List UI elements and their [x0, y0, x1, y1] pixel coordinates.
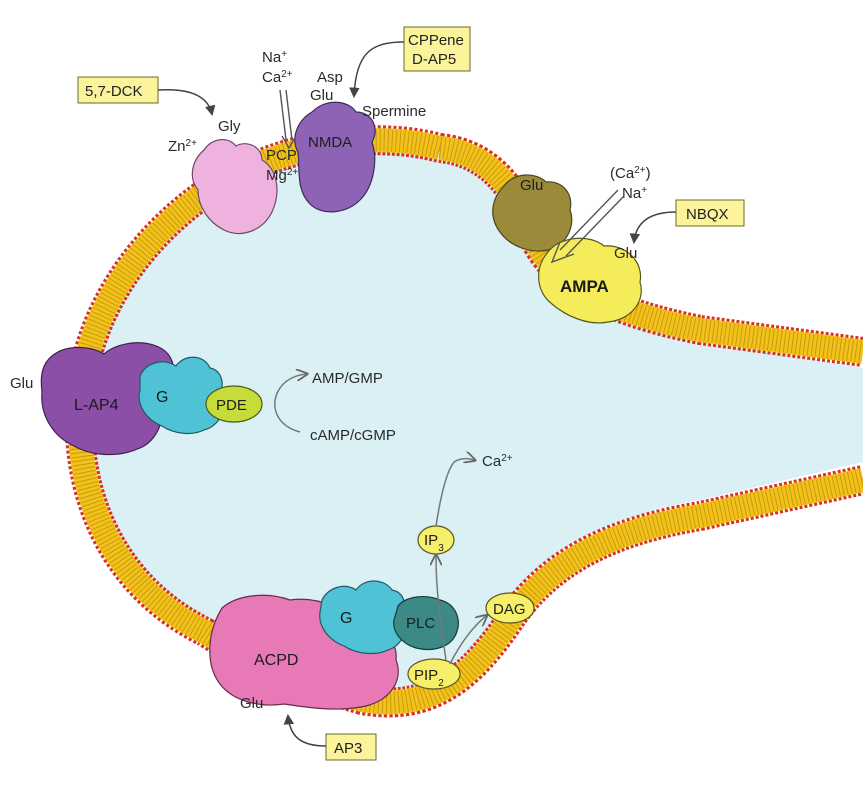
pip2-to-dag-arrow — [449, 616, 486, 665]
ampa-receptor — [538, 237, 642, 324]
zinc-ion-label: Zn2+ — [168, 138, 197, 156]
dck-label: 5,7-DCK — [85, 83, 143, 100]
calcium-ion-label: Ca2+ — [262, 69, 293, 87]
ampa-glu-top-label: Glu — [520, 177, 543, 194]
ap3-label: AP3 — [334, 740, 362, 757]
dag-molecule — [485, 592, 535, 624]
ap3-arrow — [283, 713, 327, 747]
nmda-ion-flow-arrow-2 — [285, 89, 293, 141]
cppene-arrow — [349, 41, 405, 99]
spermine-label: Spermine — [362, 103, 426, 120]
nbqx-arrow — [629, 211, 677, 245]
pcp-label: PCP — [266, 147, 297, 164]
lap4-g-label: G — [156, 389, 168, 406]
gly-binding-site — [191, 139, 278, 234]
pde-enzyme — [205, 385, 263, 423]
nmda-glu-label: Glu — [310, 87, 333, 104]
ap3-box — [325, 733, 377, 761]
magnesium-ion-label: Mg2+ — [266, 167, 298, 185]
pip2-molecule — [407, 658, 461, 690]
sodium-ion-label: Na+ — [262, 49, 287, 67]
ampa-sodium-ion-label: Na+ — [622, 185, 647, 203]
pip2-to-ip3-arrow — [436, 556, 447, 661]
ampa-ion-flow-arrow — [559, 189, 619, 251]
acpd-glu-label: Glu — [240, 695, 263, 712]
nbqx-label: NBQX — [686, 206, 729, 223]
plc-label: PLC — [406, 615, 435, 632]
pde-label: PDE — [216, 397, 247, 414]
lap4-label: L-AP4 — [74, 397, 119, 414]
lap4-receptor — [40, 342, 175, 456]
ip3-to-calcium-arrow — [435, 459, 474, 527]
asp-label: Asp — [317, 69, 343, 86]
gly-label: Gly — [218, 118, 241, 135]
acpd-g-label: G — [340, 610, 352, 627]
nbqx-box — [675, 199, 745, 227]
nmda-ion-flow-arrowhead — [281, 135, 297, 150]
nmda-ion-flow-arrow — [279, 89, 287, 141]
nmda-receptor — [294, 101, 376, 213]
ampa-ion-flow-arrow-2 — [565, 195, 625, 257]
pde-conversion-arrow — [274, 374, 306, 433]
ampa-calcium-ion-label: (Ca2+) — [610, 165, 651, 183]
lap4-glu-label: Glu — [10, 375, 33, 392]
nmda-label: NMDA — [308, 134, 352, 151]
pip2-label: PIP2 — [414, 667, 444, 689]
dap5-label: D-AP5 — [412, 51, 456, 68]
cppene-dap5-box — [403, 26, 471, 72]
dck-arrow — [157, 88, 216, 117]
ip3-label: IP3 — [424, 532, 444, 554]
dag-label: DAG — [493, 601, 526, 618]
camp-cgmp-label: cAMP/cGMP — [310, 427, 396, 444]
amp-gmp-label: AMP/GMP — [312, 370, 383, 387]
ampa-label: AMPA — [560, 277, 609, 296]
cppene-label: CPPene — [408, 32, 464, 49]
cytoplasm — [91, 148, 863, 692]
ip3-calcium-label: Ca2+ — [482, 453, 513, 471]
acpd-label: ACPD — [254, 652, 298, 669]
ampa-ion-flow-arrowhead — [550, 241, 575, 264]
ampa-glu-site-label: Glu — [614, 245, 637, 262]
ampa-glu-binding-site — [492, 174, 573, 252]
